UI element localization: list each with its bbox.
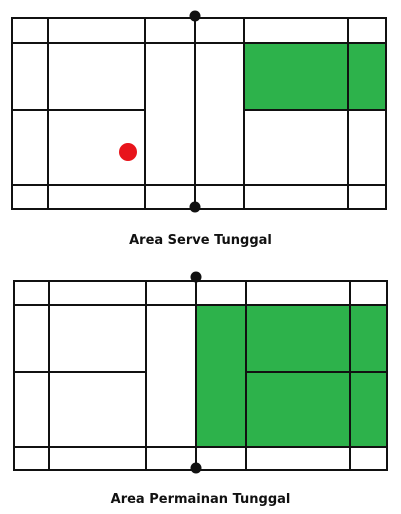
court-lines	[13, 277, 388, 471]
caption-serve-area: Area Serve Tunggal	[129, 233, 272, 248]
court-serve-diagram	[11, 10, 387, 213]
serve-area-highlight	[244, 43, 386, 110]
net-post-bottom	[189, 201, 201, 213]
net-post-top	[189, 10, 201, 22]
caption-play-area: Area Permainan Tunggal	[110, 492, 291, 507]
net-post-bottom	[190, 462, 202, 474]
play-area-highlight	[196, 305, 387, 447]
net-post-top	[190, 271, 202, 283]
shuttle-position-dot	[119, 143, 137, 161]
